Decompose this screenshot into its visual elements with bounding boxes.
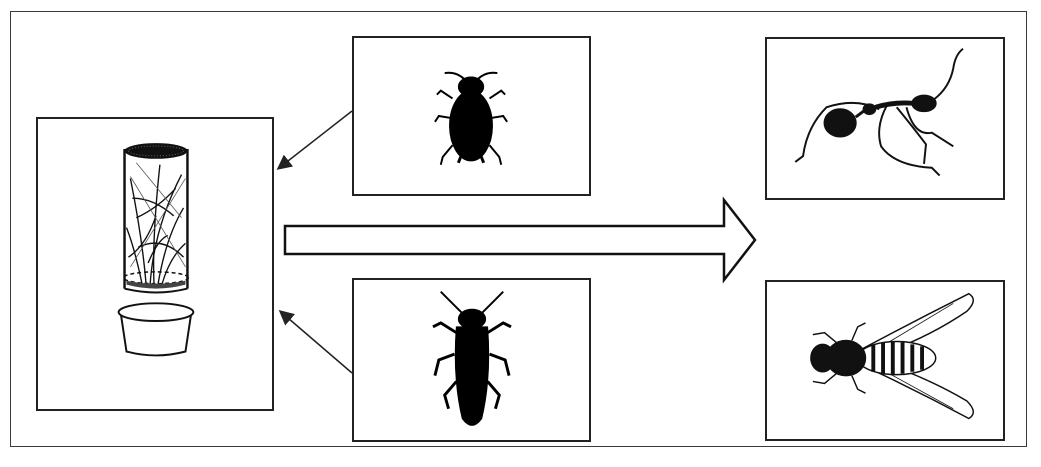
block-arrow bbox=[283, 196, 757, 284]
rearing-cage-icon bbox=[117, 143, 195, 357]
leafhopper-to-cage-arrow bbox=[278, 310, 353, 374]
aphid-silhouette-icon bbox=[434, 71, 508, 165]
aphid-panel bbox=[352, 36, 591, 196]
fly-panel bbox=[765, 280, 1005, 441]
aphid-to-cage-arrow bbox=[276, 110, 353, 170]
fly-drawing-icon bbox=[810, 292, 974, 420]
leafhopper-panel bbox=[352, 278, 591, 442]
rearing-cage-panel bbox=[36, 117, 274, 411]
ant-panel bbox=[765, 37, 1005, 200]
leafhopper-silhouette-icon bbox=[432, 291, 512, 426]
ant-drawing-icon bbox=[794, 47, 964, 177]
